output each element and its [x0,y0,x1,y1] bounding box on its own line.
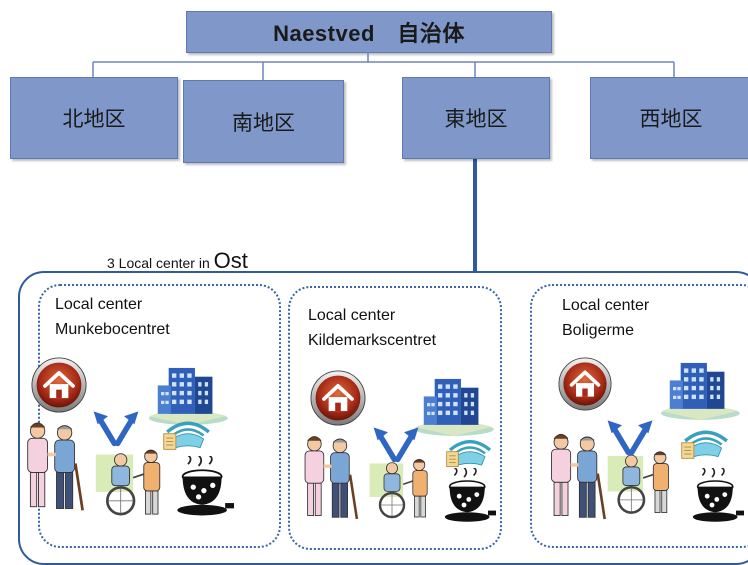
home-icon [558,357,612,411]
district-box-north: 北地区 [10,77,178,159]
district-label-south: 南地区 [232,111,295,135]
tree-connectors [92,52,675,272]
municipality-label: Naestved 自治体 [273,21,465,46]
wheelchair-icon [606,450,670,514]
pot-icon [691,468,744,523]
district-box-south: 南地区 [183,80,344,163]
caption-prefix: 3 Local center in [107,255,214,271]
local-center-3-line1: Local center [562,297,650,314]
phone-icon [680,430,729,461]
caregiver-icon [303,434,359,521]
building-icon [661,362,740,420]
district-box-east: 東地区 [402,77,550,159]
local-centers-caption: 3 Local center in Ost [107,248,248,274]
pot-icon [176,456,234,517]
caption-emphasis: Ost [213,248,248,273]
district-box-west: 西地区 [590,77,748,159]
caregiver-icon [549,432,607,521]
municipality-box: Naestved 自治体 [186,11,552,53]
local-center-3-name: Boligerme [562,322,635,339]
local-center-2-name: Kildemarkscentret [308,332,437,349]
local-center-2-line1: Local center [308,307,396,324]
district-label-east: 東地区 [444,108,508,131]
local-center-2-label: Local center Kildemarkscentret [308,303,436,353]
district-label-north: 北地区 [62,108,126,131]
local-center-1-line1: Local center [55,296,143,313]
wheelchair-icon [94,448,162,516]
pot-icon [443,468,496,523]
local-center-3-label: Local center Boligerme [562,293,649,343]
local-center-1-label: Local center Munkebocentret [55,292,170,342]
local-center-1-name: Munkebocentret [55,321,170,338]
home-icon [310,370,366,426]
caregiver-icon [25,421,85,513]
district-label-west: 西地区 [639,108,703,131]
home-icon [31,357,87,413]
wheelchair-icon [368,458,429,519]
